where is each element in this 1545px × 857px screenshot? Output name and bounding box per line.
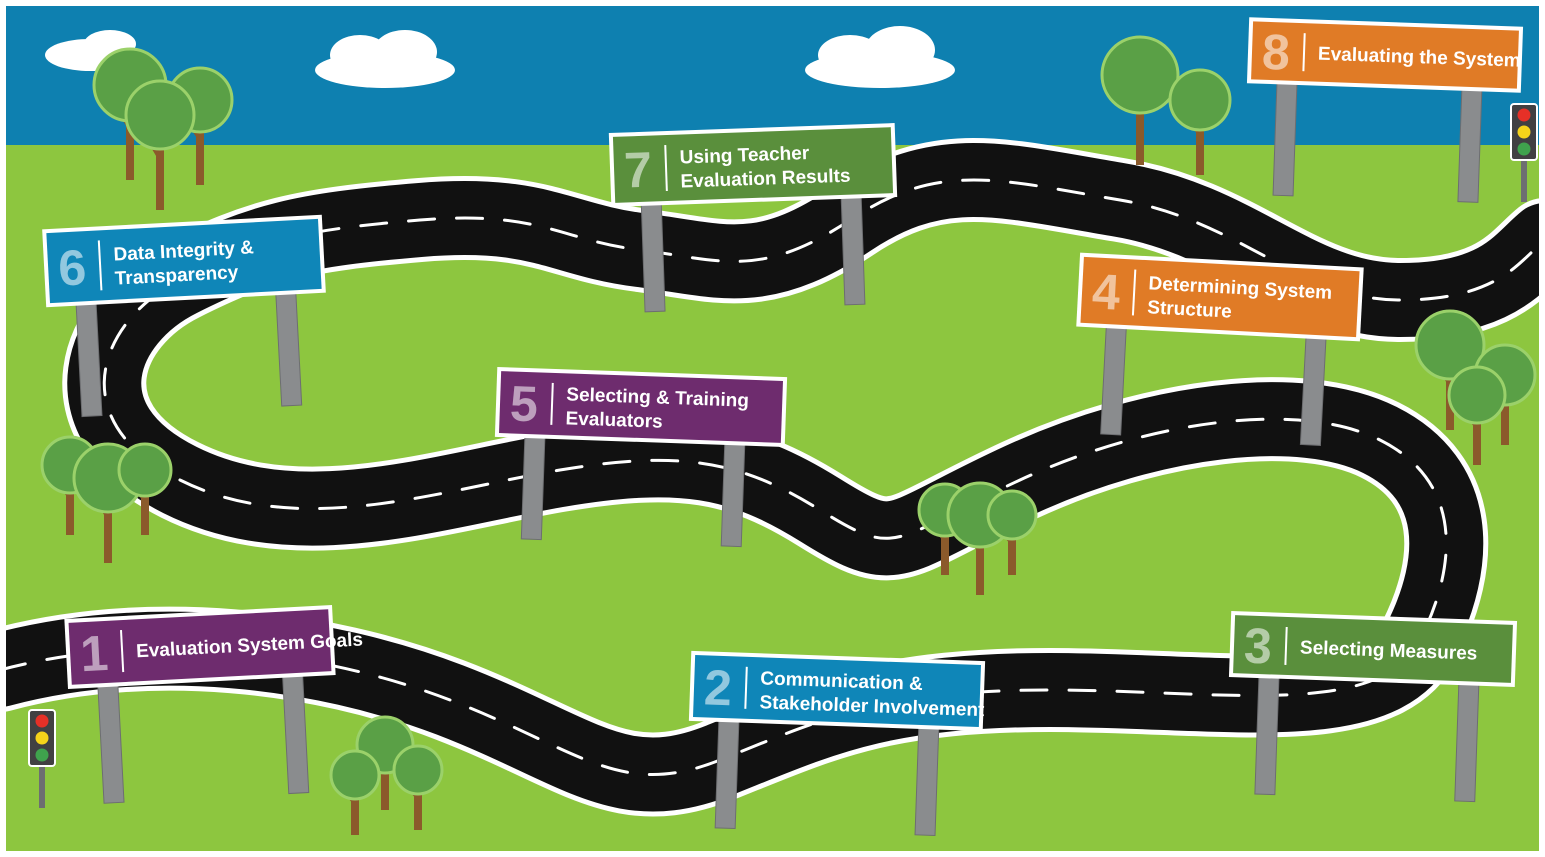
step-number: 1 (79, 625, 110, 682)
sign-divider (744, 666, 748, 709)
sign-divider (550, 382, 554, 425)
sign-post (1454, 680, 1480, 803)
step-number: 2 (703, 659, 733, 716)
sign-board (68, 609, 332, 685)
cloud-icon (805, 26, 955, 88)
sign-post (1254, 673, 1280, 796)
cloud-icon (315, 30, 455, 88)
sign-post (1457, 86, 1483, 203)
sign-board (46, 218, 322, 304)
step-number: 3 (1243, 618, 1273, 675)
traffic-lights (28, 103, 1538, 808)
tree-icon (1100, 35, 1180, 165)
step-label-line2: Structure (1147, 297, 1232, 322)
sign-post (720, 440, 746, 548)
sign-post (714, 717, 740, 830)
sign-board (1233, 615, 1513, 683)
step-number: 6 (57, 239, 88, 296)
sign-board (612, 127, 894, 203)
sign-board (693, 655, 981, 727)
tree-icon (986, 489, 1038, 575)
step-number: 8 (1261, 24, 1291, 81)
step-number: 5 (509, 375, 539, 432)
sign-divider (1302, 33, 1306, 72)
traffic-light-icon (28, 709, 56, 808)
step-label-line1: Using Teacher (679, 143, 810, 169)
tree-icon (117, 442, 173, 535)
step-label-line2: Evaluators (565, 408, 663, 432)
trees (40, 35, 1537, 835)
sign-post (520, 433, 546, 541)
sign-post (840, 193, 866, 306)
sign-board (1080, 256, 1360, 338)
sign-divider (97, 240, 103, 291)
sign-divider (120, 630, 125, 673)
sign-board (499, 371, 783, 443)
sign-post (914, 724, 940, 837)
tree-icon (329, 749, 381, 835)
step-number: 4 (1091, 263, 1122, 320)
sign-divider (1131, 269, 1137, 316)
traffic-light-icon (1510, 103, 1538, 202)
tree-icon (124, 79, 196, 210)
sign-post (640, 200, 666, 313)
sign-divider (1284, 626, 1288, 665)
tree-icon (392, 744, 444, 830)
sign-divider (664, 145, 668, 192)
step-number: 7 (623, 142, 653, 199)
sign-post (1272, 79, 1298, 197)
sign-board (1251, 21, 1519, 89)
tree-icon (1447, 365, 1507, 465)
tree-icon (1168, 68, 1232, 175)
